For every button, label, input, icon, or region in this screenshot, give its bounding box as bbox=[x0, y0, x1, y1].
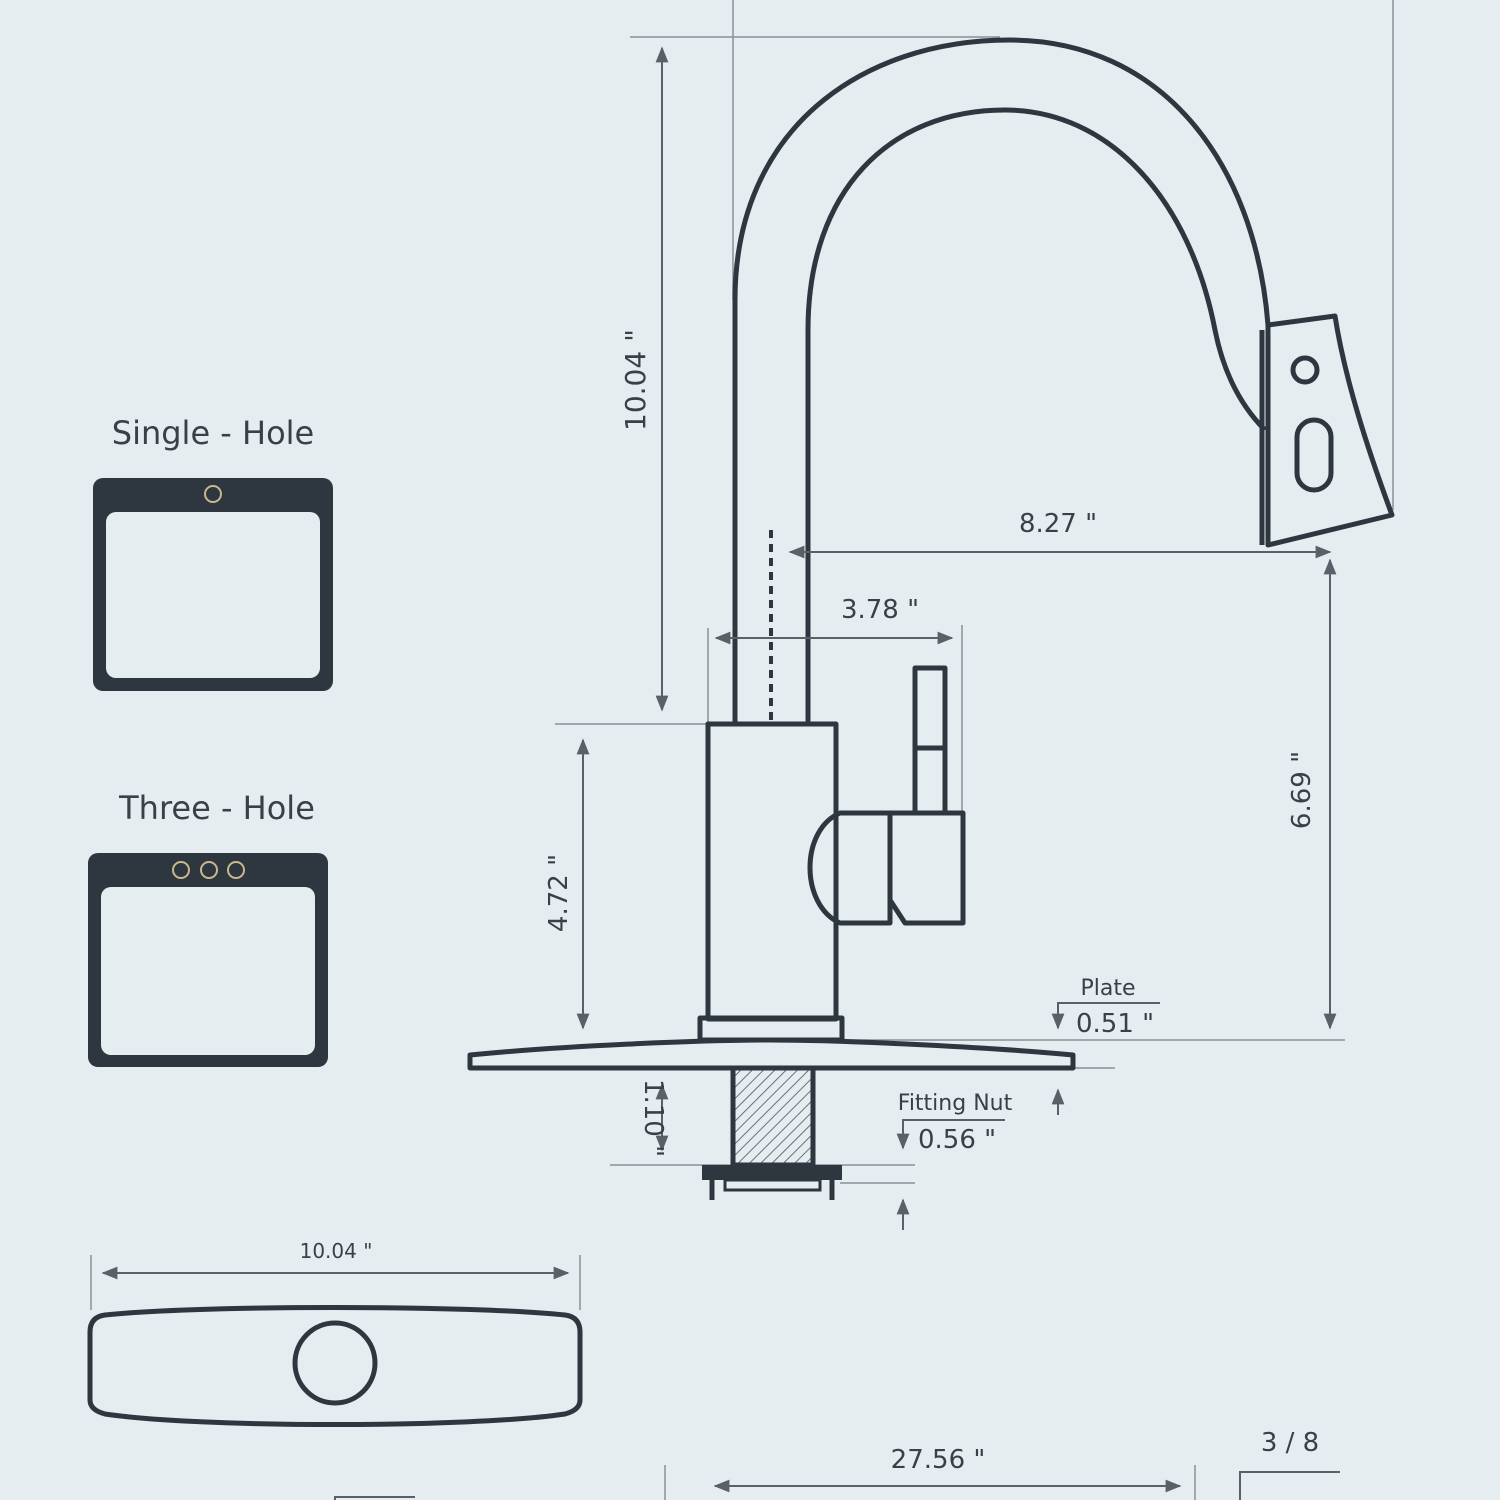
three-hole-title: Three - Hole bbox=[118, 789, 315, 827]
deck-plate bbox=[467, 1037, 1076, 1071]
extension-lines bbox=[555, 0, 1394, 1184]
sprayer-toggle-icon bbox=[1294, 417, 1334, 493]
single-hole-title: Single - Hole bbox=[112, 414, 314, 452]
hose-length-label: 27.56 " bbox=[891, 1445, 986, 1475]
spout-clearance-label: 6.69 " bbox=[1287, 751, 1317, 829]
sprayer-head bbox=[1265, 313, 1395, 548]
faucet-hole-icon bbox=[204, 485, 222, 503]
fitting-nut-label: Fitting Nut bbox=[898, 1091, 1013, 1116]
body-height-label: 4.72 " bbox=[544, 854, 574, 932]
height-total-label: 10.04 " bbox=[619, 329, 652, 431]
dimension-lines bbox=[90, 46, 1340, 1500]
plate-label: Plate bbox=[1080, 976, 1135, 1001]
plate-width-label: 10.04 " bbox=[300, 1239, 373, 1263]
shank-label: 1.10 " bbox=[638, 1079, 668, 1157]
spout-outer bbox=[732, 37, 1271, 722]
single-hole-sink: Single - Hole bbox=[93, 414, 333, 691]
handle-base bbox=[887, 810, 966, 926]
reach-label: 8.27 " bbox=[1019, 509, 1097, 539]
handle-lever bbox=[912, 665, 948, 816]
sprayer-button-icon bbox=[1290, 355, 1320, 385]
plate-value: 0.51 " bbox=[1076, 1009, 1154, 1039]
three-hole-sink: Three - Hole bbox=[88, 789, 328, 1067]
connector-label: 3 / 8 bbox=[1261, 1428, 1319, 1458]
handle-offset-label: 3.78 " bbox=[841, 595, 919, 625]
faucet-body bbox=[705, 721, 839, 1022]
spout-inner bbox=[805, 107, 1267, 722]
deck-plate-top-view bbox=[87, 1305, 583, 1427]
faucet-side-view bbox=[467, 37, 1395, 1200]
fitting-nut-value: 0.56 " bbox=[918, 1125, 996, 1155]
